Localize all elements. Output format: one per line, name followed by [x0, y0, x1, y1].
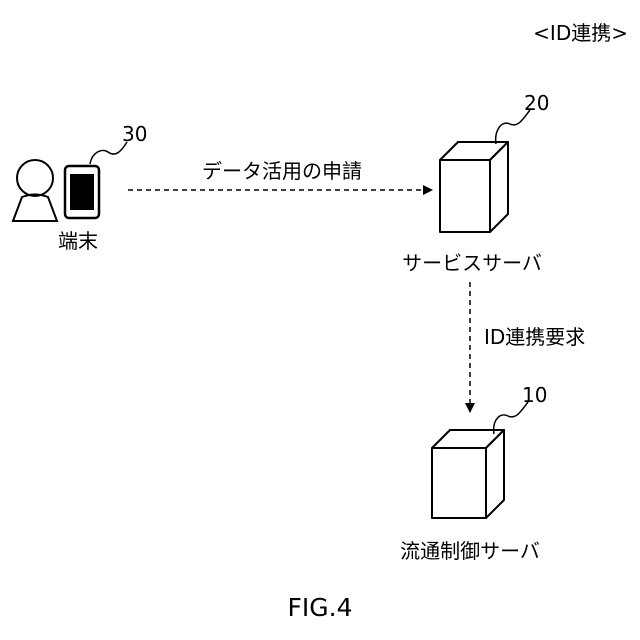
service-server-leader-line — [496, 110, 530, 144]
user-icon — [13, 160, 57, 221]
figure-caption: FIG.4 — [288, 593, 353, 622]
flow-control-server-ref-number: 10 — [522, 383, 547, 407]
terminal-ref-number: 30 — [122, 122, 147, 146]
header-label: <ID連携> — [533, 21, 628, 45]
terminal-label: 端末 — [58, 229, 98, 253]
id-link-arrow-label: ID連携要求 — [484, 325, 585, 349]
smartphone-icon — [65, 166, 99, 218]
flow-control-server-label: 流通制御サーバ — [400, 539, 540, 563]
service-server-icon — [440, 142, 508, 232]
flow-control-server-icon — [432, 430, 504, 518]
service-server-ref-number: 20 — [524, 91, 549, 115]
request-arrow-label: データ活用の申請 — [202, 159, 362, 183]
service-server-label: サービスサーバ — [402, 251, 542, 275]
